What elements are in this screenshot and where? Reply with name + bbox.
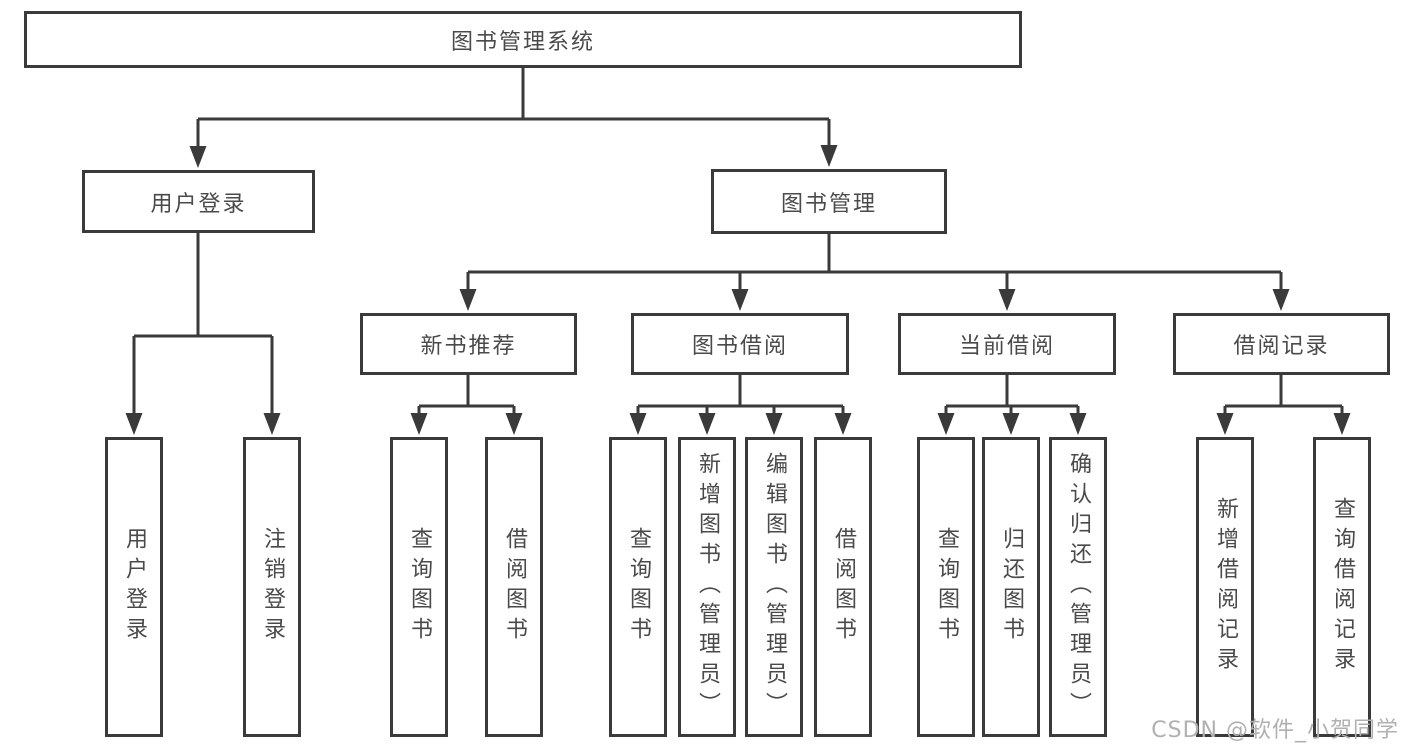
leaf-borrow-books-under-new-book-rec: 借阅图书 [485,437,543,737]
node-book-management: 图书管理 [711,169,947,234]
leaf-borrow-books-under-book-borrow: 借阅图书 [814,437,872,737]
arrowhead [629,413,647,435]
arrowhead [410,413,428,435]
leaf-query-books-under-book-borrow: 查询图书 [609,437,667,737]
arrowhead [459,289,477,311]
connector-current-borrow-to-leaves [944,375,1080,418]
arrowhead [1002,413,1020,435]
arrowhead [1216,413,1234,435]
connector-borrow-records-to-leaves [1223,375,1344,418]
leaf-query-books-under-new-book-rec: 查询图书 [390,437,448,737]
leaf-add-borrow-record: 新增借阅记录 [1196,437,1254,737]
arrowhead [820,145,838,167]
node-new-book-recommend: 新书推荐 [360,313,577,375]
leaf-edit-books-admin: 编辑图书（管理员） [745,437,803,737]
connector-book-mgmt-to-level3 [466,234,1283,294]
node-user-login: 用户登录 [82,170,315,233]
leaf-query-books-under-current-borrow: 查询图书 [917,437,975,737]
arrowhead [1272,289,1290,311]
connector-book-borrow-to-leaves [636,375,845,418]
connector-user-login-to-leaves [132,233,274,418]
arrowhead [125,413,143,435]
arrowheads [125,145,1351,435]
node-borrow-records: 借阅记录 [1173,313,1390,375]
node-current-borrow: 当前借阅 [898,313,1116,375]
leaf-query-borrow-record: 查询借阅记录 [1313,437,1371,737]
node-book-borrow: 图书借阅 [631,313,849,375]
arrowhead [731,289,749,311]
arrowhead [1069,413,1087,435]
arrowhead [998,289,1016,311]
csdn-watermark: CSDN @软件_小贺同学 [1151,718,1399,743]
leaf-logout-login: 注销登录 [243,437,301,737]
leaf-user-login: 用户登录 [105,437,163,737]
arrowhead [1333,413,1351,435]
connector-new-book-rec-to-leaves [417,375,516,418]
arrowhead [263,413,281,435]
leaf-return-books: 归还图书 [982,437,1040,737]
arrowhead [698,413,716,435]
leaf-confirm-return-admin: 确认归还（管理员） [1049,437,1107,737]
arrowhead [505,413,523,435]
arrowhead [834,413,852,435]
node-library-management-system: 图书管理系统 [24,11,1022,68]
arrowhead [189,146,207,168]
arrowhead [937,413,955,435]
connector-root-to-level2 [196,68,831,150]
leaf-add-books-admin: 新增图书（管理员） [678,437,736,737]
arrowhead [765,413,783,435]
